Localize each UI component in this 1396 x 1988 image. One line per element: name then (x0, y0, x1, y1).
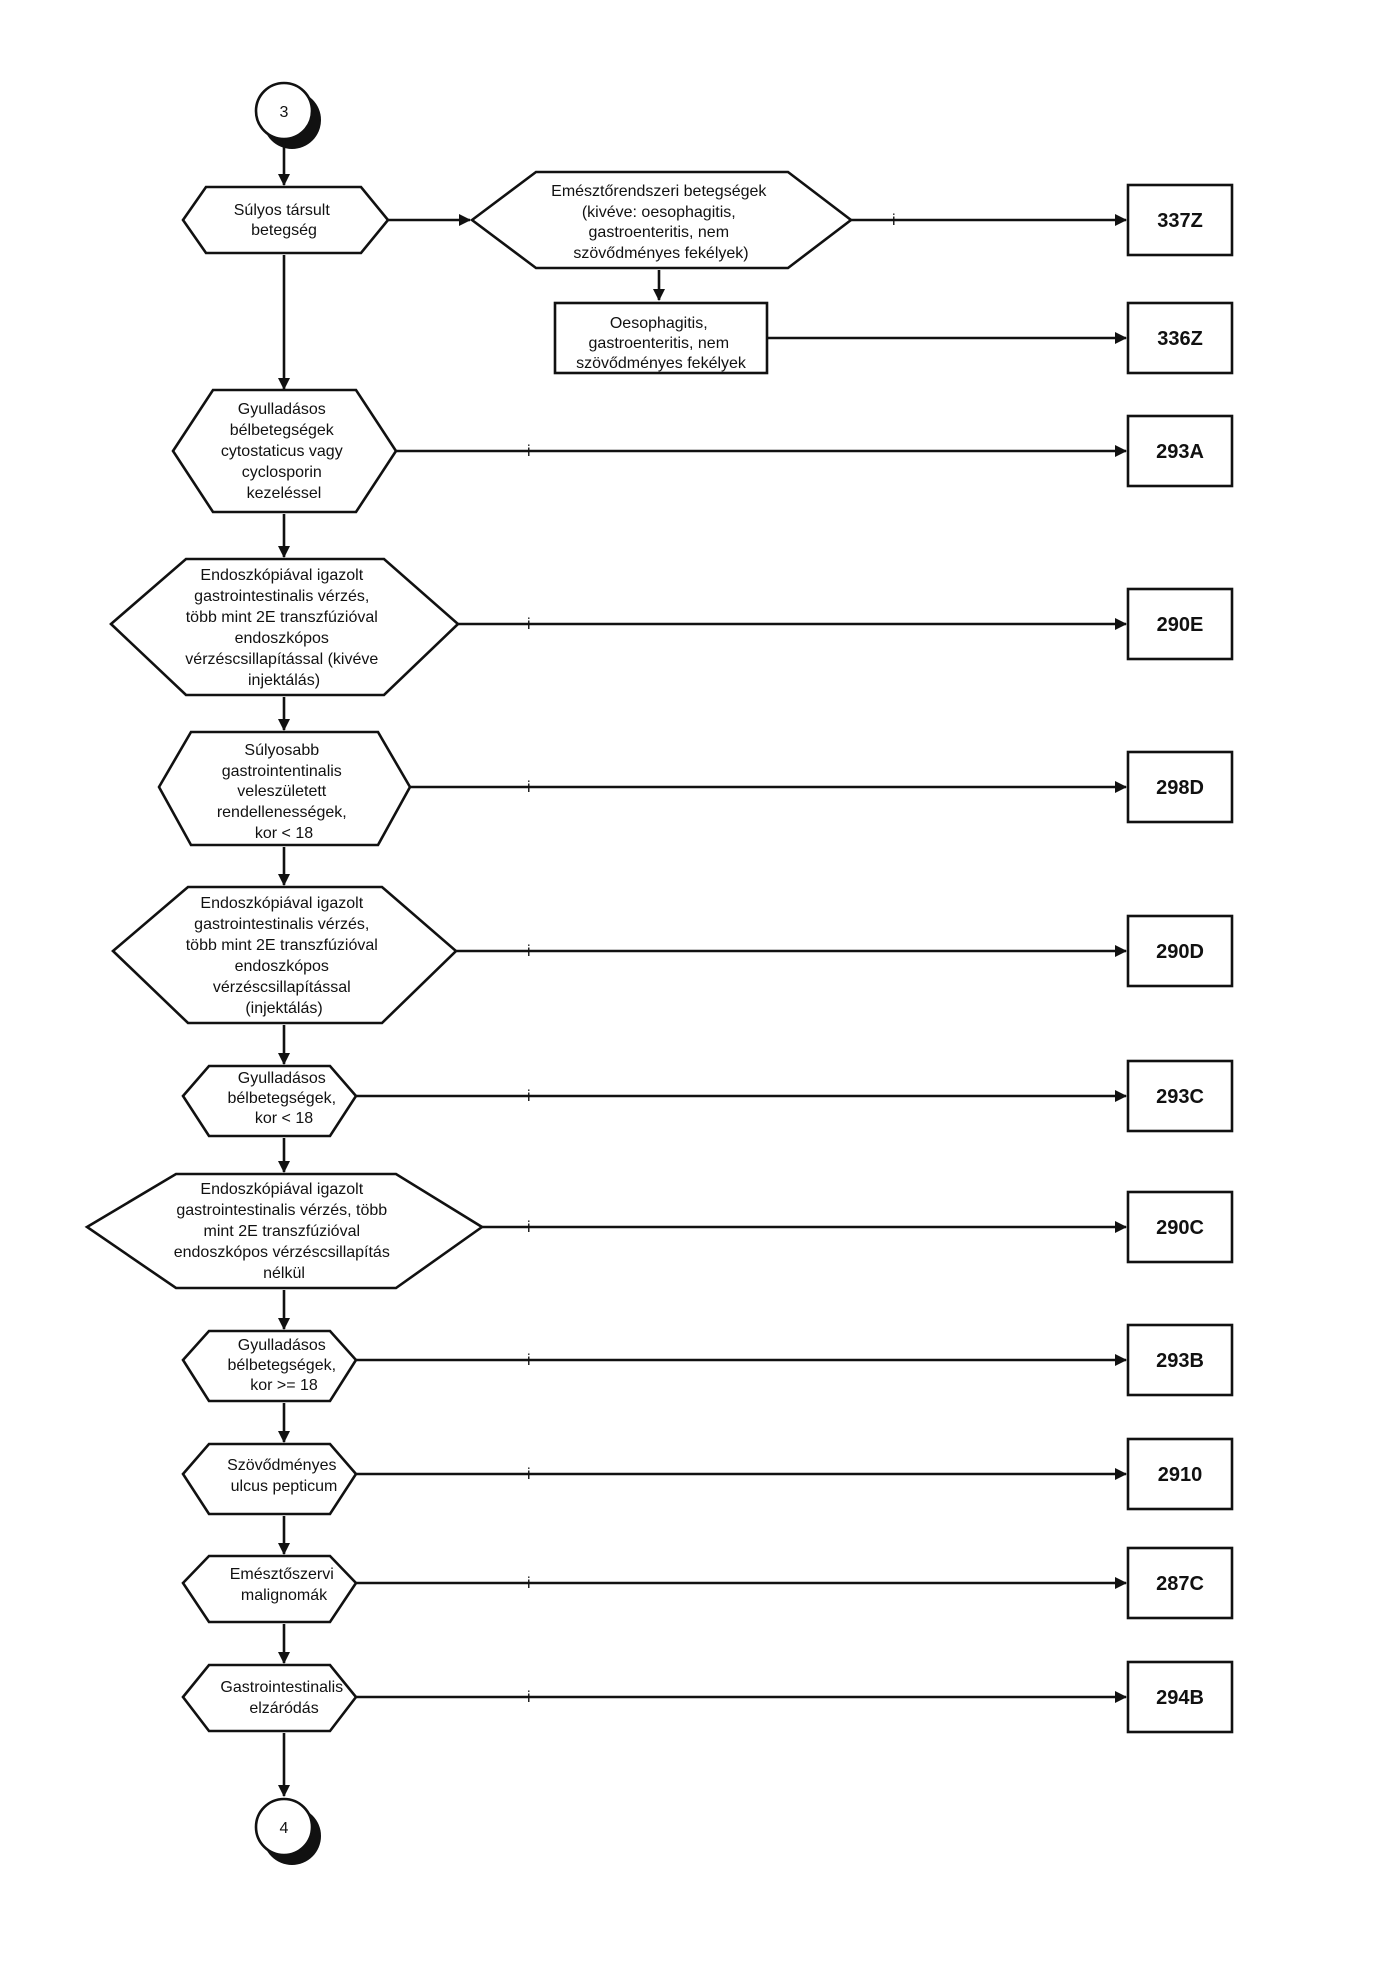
decision-oesophagitis: Oesophagitis, gastroenteritis, nem szövő… (553, 301, 769, 375)
result-arrows (356, 445, 1127, 1703)
yes-mark: i (527, 1689, 531, 1706)
decision-ibd-cytostatic: Gyulladásos bélbetegségek cytostaticus v… (171, 388, 398, 514)
svg-text:Gyulladásos bélbetegsége: Gyulladásos bélbetegségek, kor < 18 (228, 1070, 341, 1127)
svg-text:298D: 298D (1156, 777, 1204, 799)
yes-mark: i (527, 1219, 531, 1236)
branch-connections (388, 214, 1127, 344)
svg-text:Endoszkópiával igazolt g: Endoszkópiával igazolt gastrointestinali… (174, 1181, 395, 1282)
decision-peptic-ulcer: Szövődményes ulcus pepticum (181, 1442, 358, 1516)
result-box-293c: 293C (1126, 1059, 1234, 1133)
decision-ibd-18-plus: Gyulladásos bélbetegségek, kor >= 18 (181, 1329, 358, 1403)
svg-text:Gastrointestinalis elzár: Gastrointestinalis elzáródás (220, 1679, 347, 1717)
svg-text:Gyulladásos bélbetegsége: Gyulladásos bélbetegségek cytostaticus v… (221, 401, 347, 502)
yes-mark: i (527, 1575, 531, 1592)
result-box-290d: 290D (1126, 914, 1234, 988)
yes-mark: i (527, 443, 531, 460)
yes-mark: i (527, 1466, 531, 1483)
decision-severe-comorbidity: Súlyos társult betegség (181, 185, 390, 255)
svg-text:Endoszkópiával igazolt g: Endoszkópiával igazolt gastrointestinali… (185, 567, 382, 689)
svg-text:Gyulladásos bélbetegsége: Gyulladásos bélbetegségek, kor >= 18 (228, 1337, 341, 1394)
svg-text:293C: 293C (1156, 1086, 1204, 1108)
svg-text:Endoszkópiával igazolt g: Endoszkópiával igazolt gastrointestinali… (186, 895, 383, 1017)
svg-text:294B: 294B (1156, 1687, 1204, 1709)
svg-text:Oesophagitis, gastroente: Oesophagitis, gastroenteritis, nem szövő… (576, 315, 747, 372)
yes-marks: i i i i i i i i i i i (527, 212, 896, 1706)
svg-text:2910: 2910 (1158, 1464, 1203, 1486)
result-box-298d: 298D (1126, 750, 1234, 824)
svg-text:290D: 290D (1156, 941, 1204, 963)
svg-text:293A: 293A (1156, 441, 1204, 463)
start-connector-label: 3 (280, 104, 289, 121)
result-box-337z: 337Z (1126, 183, 1234, 257)
decision-gi-bleeding-no-hemostasis: Endoszkópiával igazolt gastrointestinali… (84, 1172, 485, 1290)
result-box-2910: 2910 (1126, 1437, 1234, 1511)
svg-text:Emésztőrendszeri betegségek: Emésztőrendszeri betegségek (kivéve: oes… (551, 183, 771, 262)
svg-text:337Z: 337Z (1157, 210, 1203, 232)
result-box-293a: 293A (1126, 414, 1234, 488)
decision-digestive-malignancy: Emésztőszervi malignomák (181, 1554, 358, 1624)
result-box-290e: 290E (1126, 587, 1234, 661)
yes-mark: i (527, 1352, 531, 1369)
yes-mark: i (892, 212, 896, 229)
result-box-287c: 287C (1126, 1546, 1234, 1620)
result-box-293b: 293B (1126, 1323, 1234, 1397)
svg-text:290E: 290E (1157, 614, 1204, 636)
result-box-290c: 290C (1126, 1190, 1234, 1264)
svg-text:336Z: 336Z (1157, 328, 1203, 350)
decision-digestive-diseases: Emésztőrendszeri betegségek (kivéve: oes… (469, 170, 854, 270)
decision-congenital-anomalies: Súlyosabb gastrointentinalis veleszülete… (157, 730, 412, 847)
result-box-336z: 336Z (1126, 301, 1234, 375)
start-connector: 3 (254, 81, 321, 149)
yes-mark: i (527, 616, 531, 633)
svg-text:Súlyos társult betegség: Súlyos társult betegség (234, 202, 335, 239)
decision-gi-bleeding-injection: Endoszkópiával igazolt gastrointestinali… (111, 885, 458, 1025)
svg-text:287C: 287C (1156, 1573, 1204, 1595)
end-connector: 4 (254, 1797, 321, 1865)
yes-mark: i (527, 779, 531, 796)
svg-text:290C: 290C (1156, 1217, 1204, 1239)
svg-text:Szövődményes ulcus pepti: Szövődményes ulcus pepticum (227, 1457, 341, 1495)
svg-text:Súlyosabb gastrointentin: Súlyosabb gastrointentinalis veleszülete… (217, 742, 351, 842)
svg-text:Emésztőszervi malignomák: Emésztőszervi malignomák (230, 1566, 338, 1604)
decision-ibd-under-18: Gyulladásos bélbetegségek, kor < 18 (181, 1064, 358, 1138)
decision-gi-obstruction: Gastrointestinalis elzáródás (181, 1663, 358, 1733)
yes-mark: i (527, 943, 531, 960)
result-code-boxes: 337Z 336Z 293A 290E 298D 290D 293C 290C … (1126, 183, 1234, 1734)
end-connector-label: 4 (280, 1820, 289, 1837)
decision-gi-bleeding-non-injection: Endoszkópiával igazolt gastrointestinali… (109, 557, 460, 697)
svg-text:293B: 293B (1156, 1350, 1204, 1372)
result-box-294b: 294B (1126, 1660, 1234, 1734)
yes-mark: i (527, 1088, 531, 1105)
